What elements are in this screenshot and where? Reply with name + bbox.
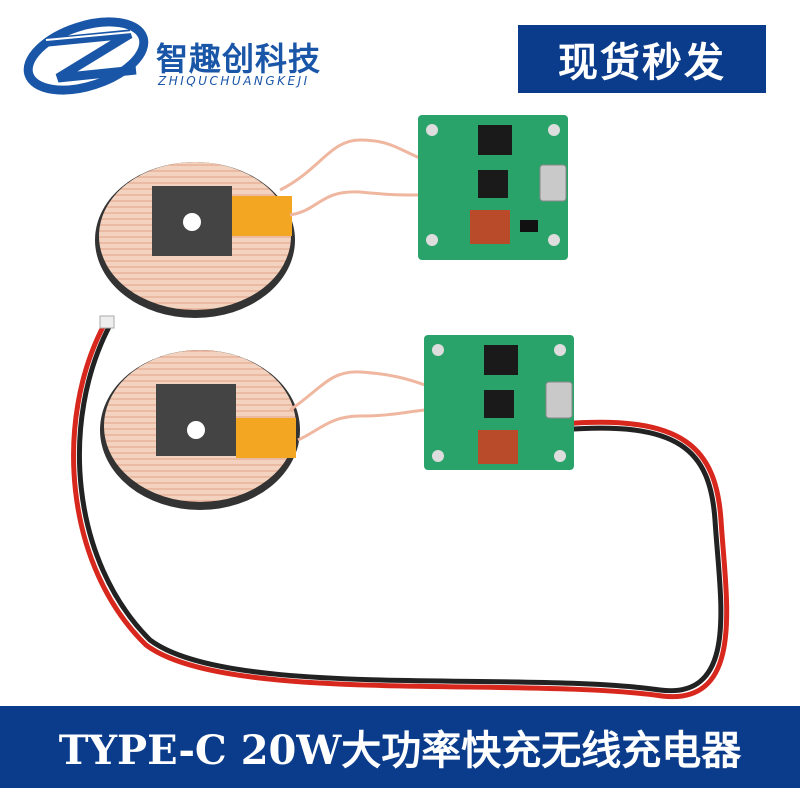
coil-icon bbox=[100, 350, 300, 510]
product-photo bbox=[71, 115, 730, 700]
coil-icon bbox=[95, 162, 295, 318]
red-black-cable-icon bbox=[71, 315, 730, 700]
in-stock-badge: 现货秒发 bbox=[518, 25, 766, 93]
brand-name-en: ZHIQUCHUANGKEJI bbox=[158, 74, 310, 88]
pcb-board-icon bbox=[424, 335, 574, 470]
brand-logo: 智趣创科技 ZHIQUCHUANGKEJI bbox=[18, 12, 358, 102]
brand-name-cn: 智趣创科技 bbox=[156, 40, 322, 78]
pcb-board-icon bbox=[418, 115, 568, 260]
z-swoosh-logo-icon bbox=[23, 17, 149, 95]
product-title-banner: TYPE-C 20W大功率快充无线充电器 bbox=[0, 706, 800, 788]
